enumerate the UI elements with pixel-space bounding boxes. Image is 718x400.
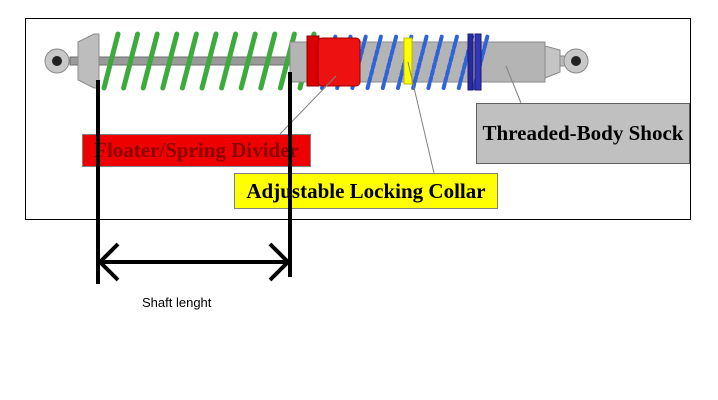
locking-collar <box>403 37 413 85</box>
spring-coil <box>179 31 199 91</box>
spring-coil <box>365 32 384 90</box>
floater-divider-body <box>317 37 361 87</box>
spring-coil <box>238 31 258 91</box>
body-end-cap <box>544 45 561 79</box>
dimension-arrow-left-head <box>97 242 120 282</box>
spring-coil <box>380 32 399 90</box>
collar-leader-line <box>407 61 435 174</box>
left-eyelet-icon <box>44 48 70 74</box>
spring-perch-band <box>467 33 474 91</box>
floater-divider-label: Floater/Spring Divider <box>82 134 311 167</box>
spring-coil <box>441 32 460 90</box>
threaded-body-label: Threaded-Body Shock <box>476 103 690 164</box>
spring-coil <box>426 32 445 90</box>
spring-coil <box>160 31 180 91</box>
dimension-arrow-right-head <box>268 242 291 282</box>
spring-coil <box>411 32 430 90</box>
shaft-length-label: Shaft lenght <box>142 295 212 310</box>
spring-coil <box>258 31 278 91</box>
spring-coil <box>219 31 239 91</box>
spring-coil <box>101 31 121 91</box>
right-eyelet-icon <box>563 48 589 74</box>
locking-collar-label: Adjustable Locking Collar <box>234 173 498 209</box>
spring-coil <box>140 31 160 91</box>
spring-coil <box>199 31 219 91</box>
spring-coil <box>121 31 141 91</box>
spring-perch-band-2 <box>474 33 482 91</box>
threaded-leader-line <box>505 65 522 104</box>
